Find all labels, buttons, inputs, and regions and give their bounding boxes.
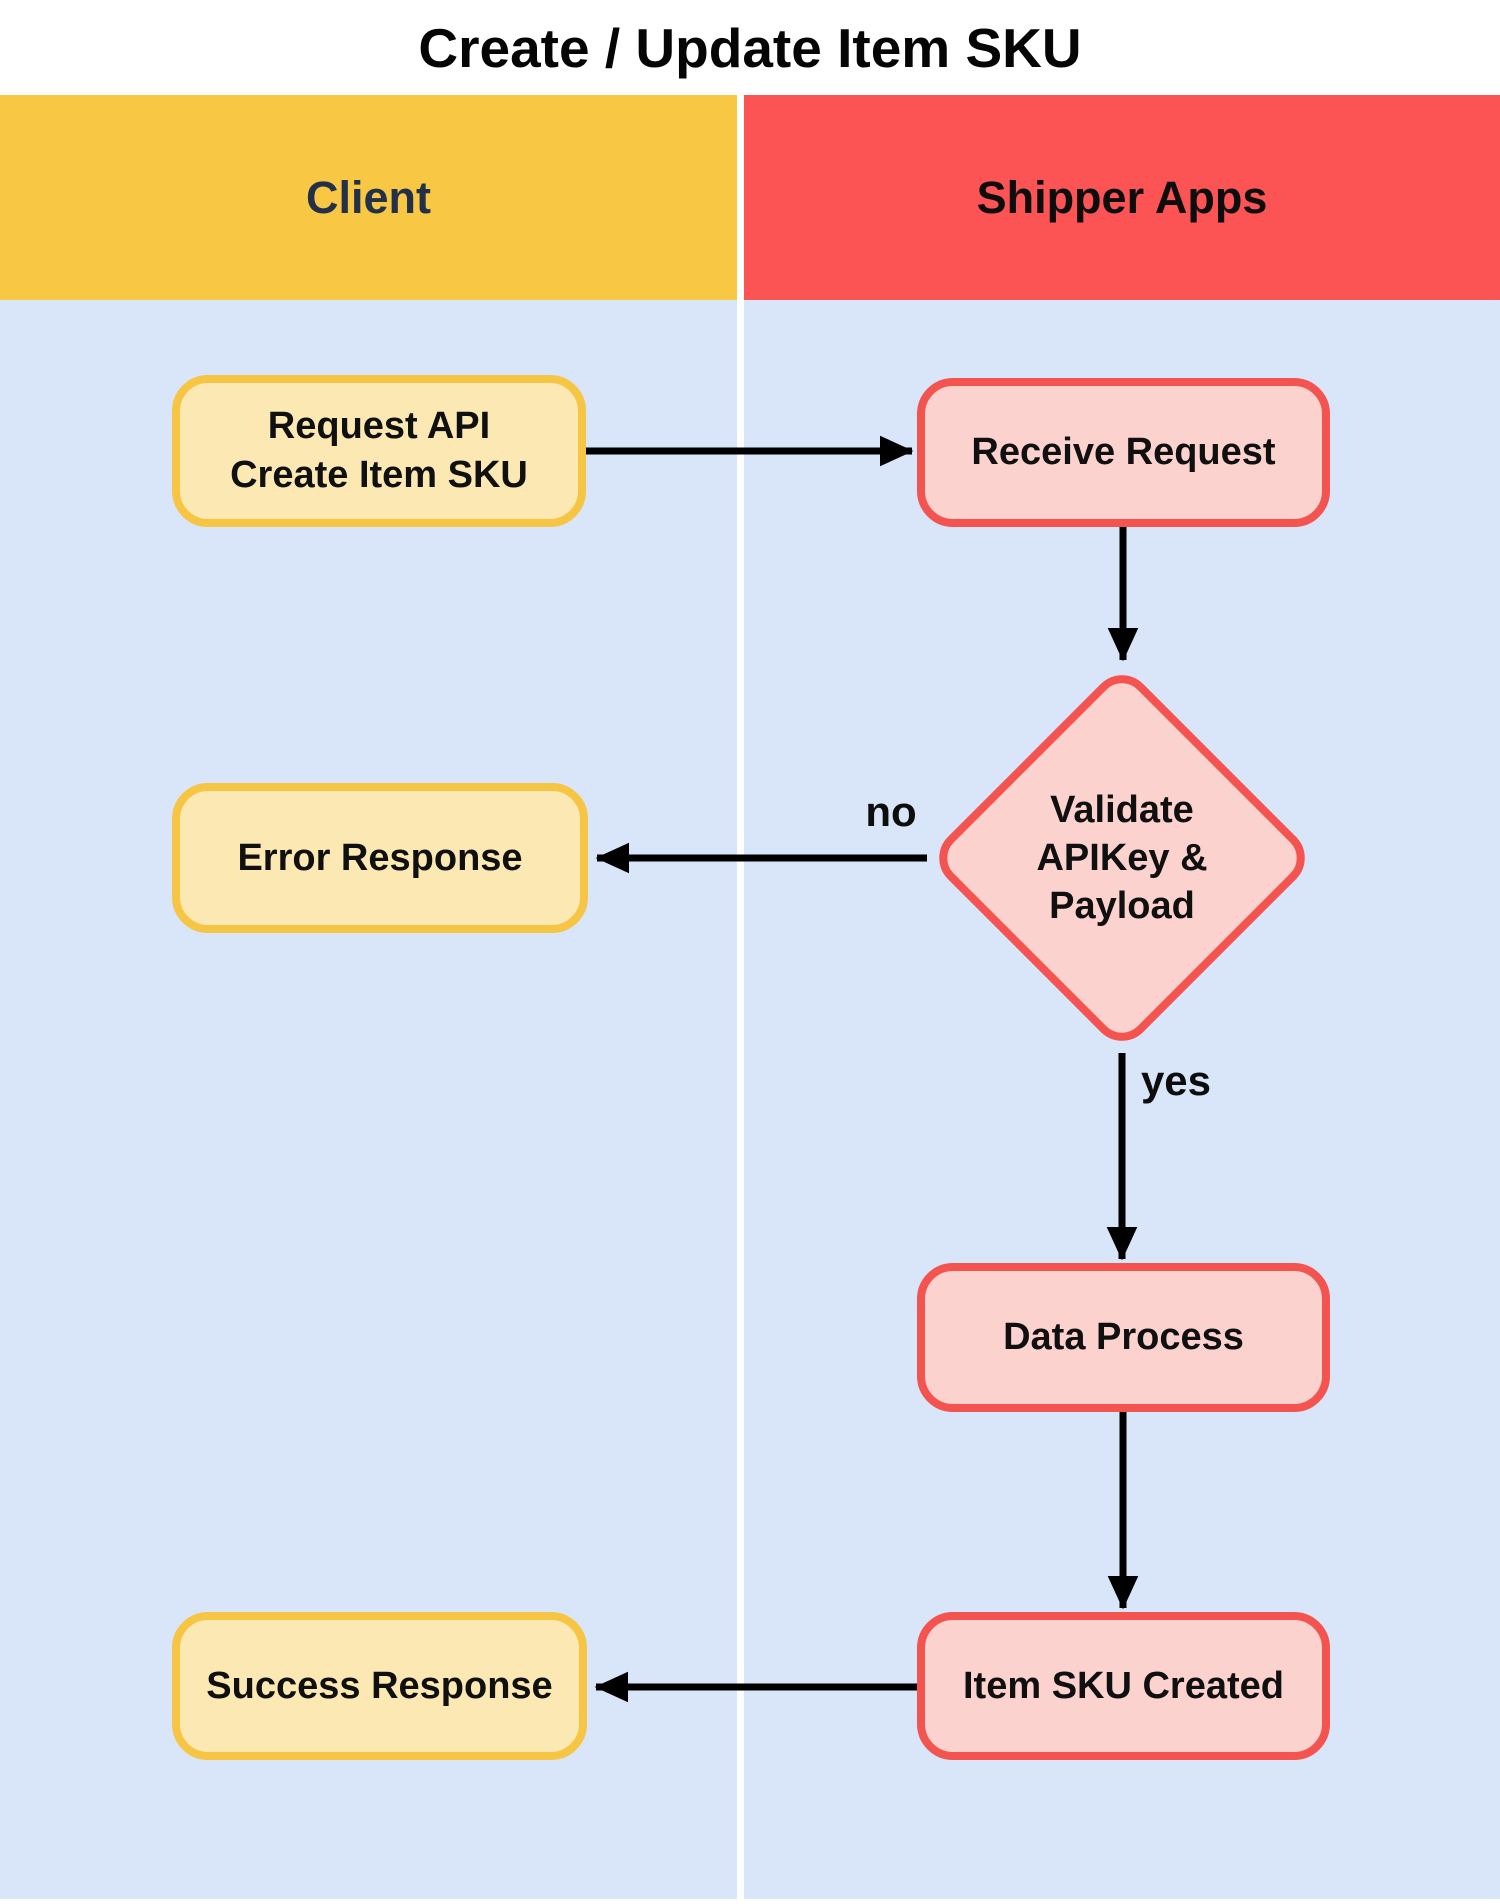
page-title: Create / Update Item SKU: [418, 17, 1082, 79]
lane-header-shipper-apps: Shipper Apps: [744, 95, 1500, 300]
node-item-sku-created: Item SKU Created: [917, 1612, 1330, 1760]
node-success-response: Success Response: [172, 1612, 587, 1760]
node-error-response: Error Response: [172, 783, 588, 933]
node-request-api: Request API Create Item SKU: [172, 375, 586, 527]
lane-header-client: Client: [0, 95, 737, 300]
lane-header-client-label: Client: [305, 171, 431, 223]
edge-label-no: no: [865, 788, 917, 835]
edge-label-yes: yes: [1140, 1057, 1212, 1104]
lane-header-shipper-apps-label: Shipper Apps: [976, 171, 1268, 223]
node-receive-request: Receive Request: [917, 378, 1330, 527]
node-data-process: Data Process: [917, 1263, 1330, 1412]
node-validate-decision-label: Validate APIKey & Payload: [1036, 789, 1208, 927]
